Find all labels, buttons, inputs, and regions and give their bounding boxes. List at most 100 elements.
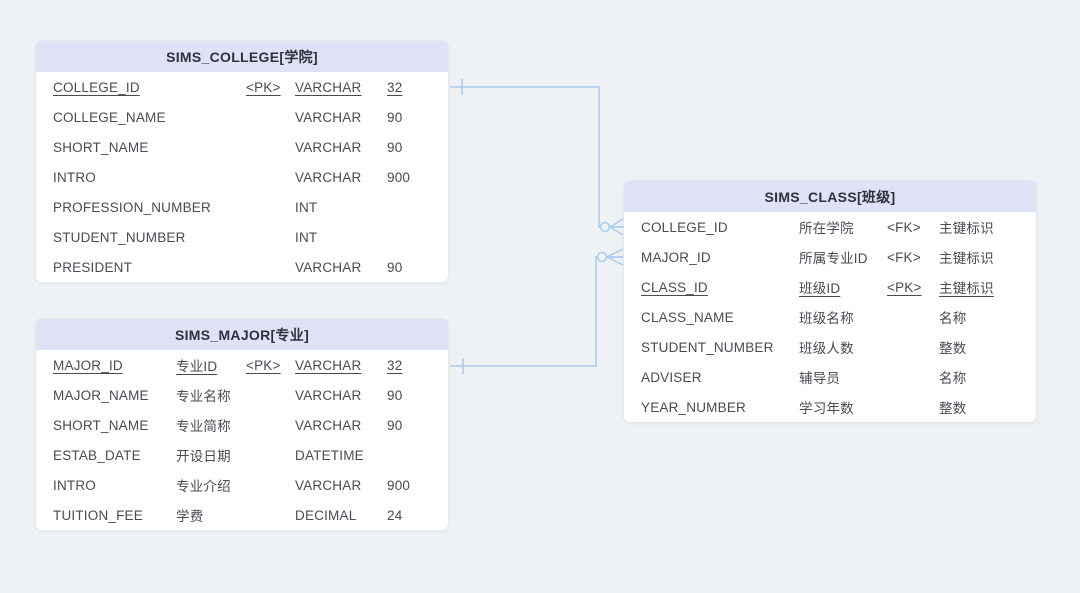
table-title: SIMS_COLLEGE[学院] [166, 48, 318, 65]
cardinality-zero-marker [599, 221, 611, 233]
field-comment: 专业介绍 [176, 479, 231, 494]
field-name: YEAR_NUMBER [641, 399, 746, 415]
field-name: COLLEGE_NAME [53, 109, 166, 125]
field-type: VARCHAR [295, 357, 362, 373]
field-type: VARCHAR [295, 139, 362, 155]
field-row-class_name[interactable]: CLASS_NAME 班级名称 名称 [624, 302, 1036, 332]
field-comment: 班级名称 [799, 311, 854, 326]
field-name: COLLEGE_ID [641, 219, 728, 235]
table-title: SIMS_MAJOR[专业] [174, 326, 310, 343]
field-row-profession_number[interactable]: PROFESSION_NUMBER INT [36, 192, 448, 222]
relation-line [450, 86, 623, 228]
field-size: 90 [387, 417, 403, 433]
field-size: 900 [387, 169, 411, 185]
field-key: <FK> [887, 249, 921, 265]
table-header: SIMS_COLLEGE[学院] [36, 41, 448, 72]
field-size: 90 [387, 109, 403, 125]
field-comment: 辅导员 [799, 371, 841, 386]
field-type: VARCHAR [295, 259, 362, 275]
field-name: ESTAB_DATE [53, 447, 141, 463]
field-row-college_name[interactable]: COLLEGE_NAME VARCHAR 90 [36, 102, 448, 132]
field-comment: 学习年数 [799, 401, 854, 416]
field-comment: 开设日期 [176, 449, 231, 464]
field-name: STUDENT_NUMBER [53, 229, 186, 245]
field-name: STUDENT_NUMBER [641, 339, 774, 355]
field-name: MAJOR_ID [53, 357, 123, 373]
field-type: 整数 [939, 341, 967, 356]
field-name: MAJOR_NAME [53, 387, 149, 403]
field-name: COLLEGE_ID [53, 79, 140, 95]
field-type: VARCHAR [295, 169, 362, 185]
field-row-adviser[interactable]: ADVISER 辅导员 名称 [624, 362, 1036, 392]
table-header: SIMS_CLASS[班级] [624, 181, 1036, 212]
field-name: SHORT_NAME [53, 417, 149, 433]
field-type: VARCHAR [295, 417, 362, 433]
field-type: VARCHAR [295, 79, 362, 95]
table-title: SIMS_CLASS[班级] [764, 188, 896, 205]
field-name: MAJOR_ID [641, 249, 711, 265]
field-row-student_number[interactable]: STUDENT_NUMBER INT [36, 222, 448, 252]
field-row-student_number[interactable]: STUDENT_NUMBER 班级人数 整数 [624, 332, 1036, 362]
field-comment: 班级人数 [799, 341, 854, 356]
cardinality-zero-marker [596, 251, 608, 263]
field-row-college_id[interactable]: COLLEGE_ID 所在学院 <FK> 主键标识 [624, 212, 1036, 242]
field-type: 名称 [939, 371, 967, 386]
relation-major-class[interactable] [450, 248, 624, 374]
field-row-short_name[interactable]: SHORT_NAME 专业简称 VARCHAR 90 [36, 410, 448, 440]
field-type: 主键标识 [939, 281, 994, 296]
field-row-intro[interactable]: INTRO VARCHAR 900 [36, 162, 448, 192]
field-key: <PK> [246, 79, 281, 95]
field-comment: 专业名称 [176, 389, 231, 404]
field-row-short_name[interactable]: SHORT_NAME VARCHAR 90 [36, 132, 448, 162]
field-comment: 专业简称 [176, 419, 231, 434]
field-type: DECIMAL [295, 507, 357, 523]
field-key: <FK> [887, 219, 921, 235]
field-name: INTRO [53, 477, 96, 493]
field-key: <PK> [887, 279, 922, 295]
field-comment: 学费 [176, 509, 204, 524]
field-size: 90 [387, 259, 403, 275]
field-name: PROFESSION_NUMBER [53, 199, 211, 215]
field-name: ADVISER [641, 369, 702, 385]
field-type: 名称 [939, 311, 967, 326]
field-name: CLASS_NAME [641, 309, 734, 325]
crow-foot-many-marker [609, 218, 624, 236]
field-comment: 班级ID [799, 281, 841, 296]
field-size: 90 [387, 139, 403, 155]
field-row-tuition_fee[interactable]: TUITION_FEE 学费 DECIMAL 24 [36, 500, 448, 530]
crow-foot-many-marker [606, 248, 624, 266]
field-type: VARCHAR [295, 477, 362, 493]
field-type: INT [295, 199, 318, 215]
field-type: VARCHAR [295, 387, 362, 403]
entity-table-sims-class[interactable]: SIMS_CLASS[班级] COLLEGE_ID 所在学院 <FK> 主键标识 MAJ… [623, 180, 1037, 423]
field-comment: 所在学院 [799, 221, 854, 236]
field-name: SHORT_NAME [53, 139, 149, 155]
table-header: SIMS_MAJOR[专业] [36, 319, 448, 350]
field-type: VARCHAR [295, 109, 362, 125]
field-row-year_number[interactable]: YEAR_NUMBER 学习年数 整数 [624, 392, 1036, 422]
field-name: INTRO [53, 169, 96, 185]
field-key: <PK> [246, 357, 281, 373]
relation-college-class[interactable] [450, 79, 624, 236]
field-type: INT [295, 229, 318, 245]
field-rows: COLLEGE_ID 所在学院 <FK> 主键标识 MAJOR_ID 所属专业ID <FK>… [624, 212, 1036, 422]
field-type: 主键标识 [939, 221, 994, 236]
field-name: TUITION_FEE [53, 507, 143, 523]
field-size: 24 [387, 507, 403, 523]
field-comment: 所属专业ID [799, 251, 868, 266]
relation-line [450, 256, 623, 367]
field-type: 整数 [939, 401, 967, 416]
